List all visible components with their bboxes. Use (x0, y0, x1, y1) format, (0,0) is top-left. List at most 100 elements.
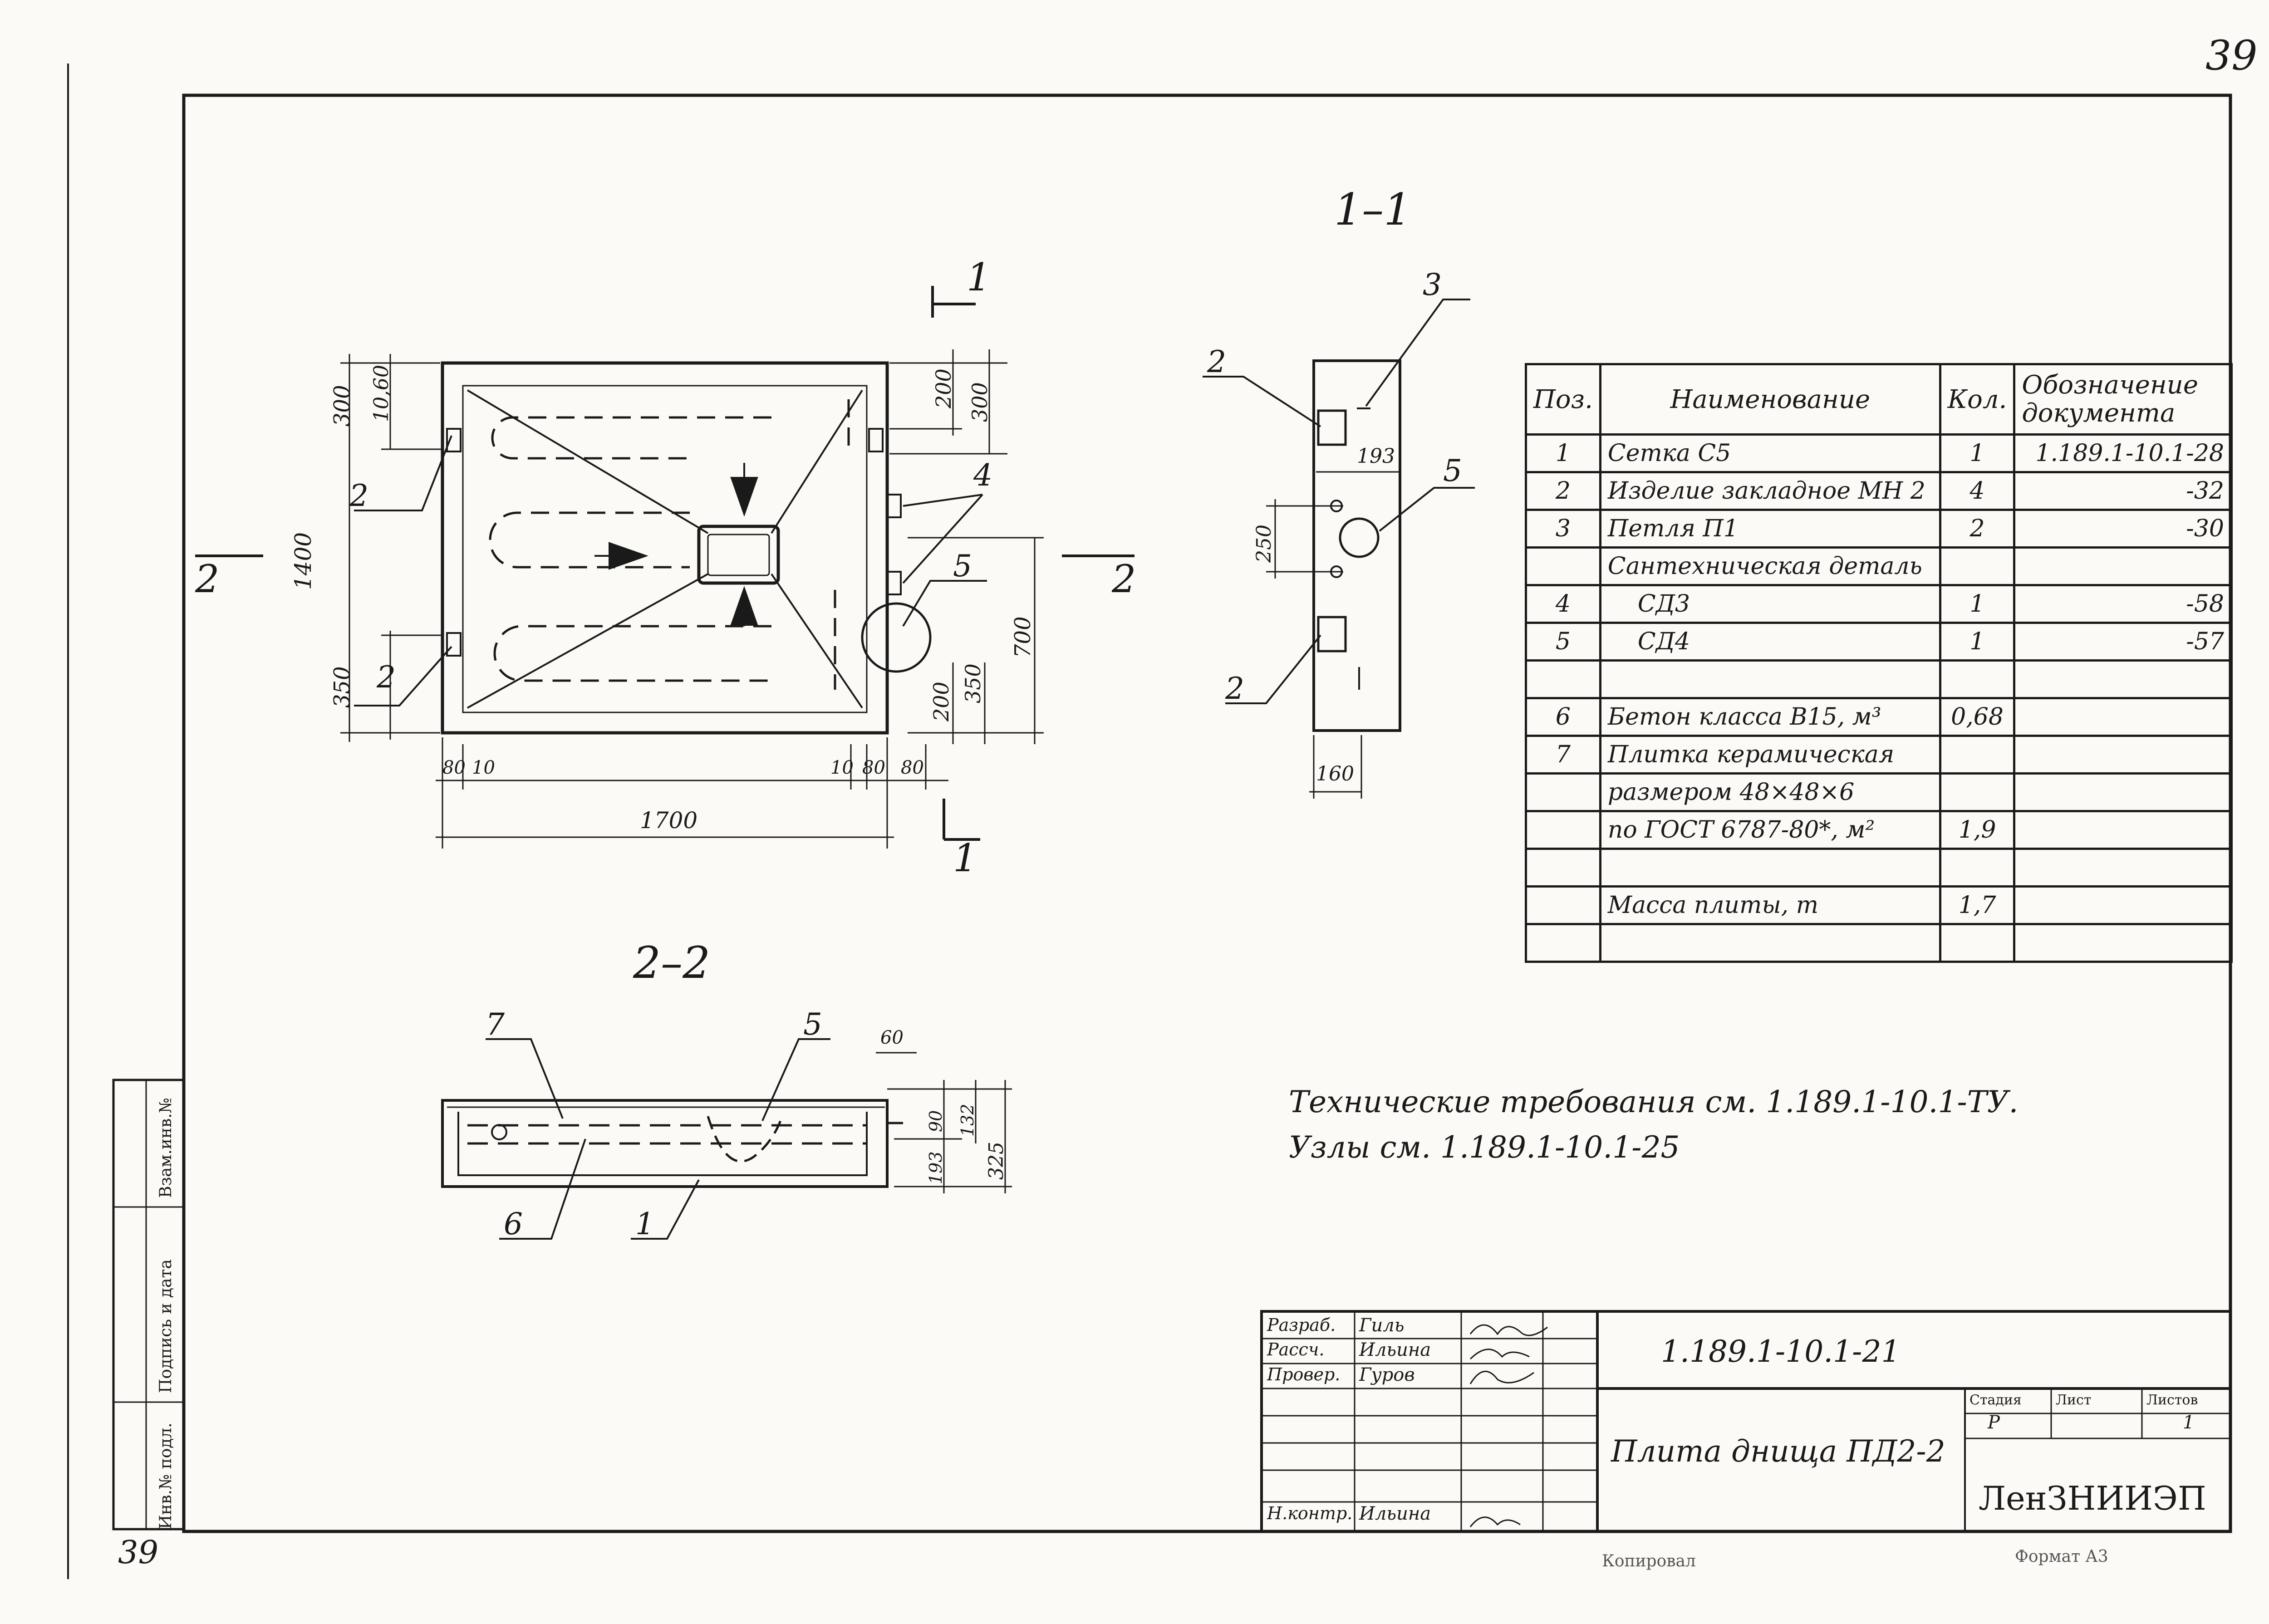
spec-cell-name (1599, 659, 1941, 699)
section-1-1-leaders (1203, 299, 1475, 704)
s22-callout-1: 1 (635, 1207, 654, 1241)
spec-cell-doc (2013, 735, 2233, 775)
cut-markers (195, 286, 1134, 841)
flow-arrows (594, 463, 758, 626)
spec-cell-doc (2013, 697, 2233, 737)
spec-cell-name: Петля П1 (1599, 509, 1941, 549)
spec-cell-qty: 1,7 (1939, 885, 2016, 925)
spec-cell-qty (1939, 735, 2016, 775)
spec-cell-pos (1525, 885, 1601, 925)
spec-cell-pos (1525, 659, 1601, 699)
stage-value: Р (1988, 1412, 2000, 1433)
s22-callout-5: 5 (803, 1007, 822, 1042)
spec-cell-name (1599, 848, 1941, 888)
section-1-1-dims (1266, 471, 1400, 799)
spec-cell-pos: 2 (1525, 471, 1601, 511)
section-2-2-leaders (486, 1038, 830, 1240)
spec-row (1525, 923, 2233, 963)
spec-cell-qty (1939, 848, 2016, 888)
dim-10-left: 10 (472, 757, 495, 778)
stamp-role: Провер. (1267, 1364, 1341, 1384)
page-number: 39 (2205, 32, 2258, 79)
spec-header-doc: Обозначение документа (2013, 363, 2233, 436)
spec-cell-doc (2013, 885, 2233, 925)
spec-cell-pos: 5 (1525, 622, 1601, 662)
dim-10-60: 10,60 (370, 365, 393, 422)
cut-2-left-label: 2 (195, 557, 219, 601)
spec-cell-pos: 6 (1525, 697, 1601, 737)
spec-cell-doc (2013, 772, 2233, 812)
spec-cell-doc: 1.189.1-10.1-28 (2013, 433, 2233, 473)
spec-cell-name: размером 48×48×6 (1599, 772, 1941, 812)
s11-callout-2b: 2 (1225, 671, 1244, 706)
spec-cell-pos (1525, 848, 1601, 888)
corner-number: 39 (118, 1534, 159, 1571)
tech-requirements-note: Технические требования см. 1.189.1-10.1-… (1289, 1084, 2019, 1119)
spec-cell-qty: 1 (1939, 584, 2016, 624)
plan-callout-5: 5 (953, 549, 972, 584)
strip-vzam-inv: Взам.инв.№ (157, 1098, 175, 1198)
spec-cell-doc: -57 (2013, 622, 2233, 662)
plan-inner-edge (462, 385, 868, 713)
cut-1-top-label: 1 (967, 255, 991, 299)
spec-row (1525, 848, 2233, 888)
dim-300-right: 300 (968, 382, 992, 422)
dim-300-left: 300 (329, 385, 355, 427)
spec-header-pos: Поз. (1525, 363, 1601, 436)
s22-dim-325: 325 (985, 1142, 1008, 1180)
spec-cell-qty: 4 (1939, 471, 2016, 511)
plan-outline (441, 361, 889, 735)
dim-200-top: 200 (931, 368, 956, 409)
s11-dim-160: 160 (1316, 762, 1354, 785)
left-strip-grid (112, 1079, 185, 1531)
spec-cell-name: Бетон класса В15, м³ (1599, 697, 1941, 737)
spec-cell-name: СД4 (1599, 622, 1941, 662)
section-1-1-title: 1–1 (1334, 184, 1411, 235)
spec-cell-qty: 2 (1939, 509, 2016, 549)
s22-callout-6: 6 (504, 1207, 523, 1241)
doc-code: 1.189.1-10.1-21 (1661, 1334, 1901, 1369)
plan-leaders (354, 435, 987, 707)
spec-cell-qty: 0,68 (1939, 697, 2016, 737)
s22-dim-193: 193 (926, 1151, 946, 1184)
spec-cell-doc: -32 (2013, 471, 2233, 511)
spec-cell-pos (1525, 772, 1601, 812)
cut-2-right-label: 2 (1111, 557, 1136, 601)
plan-dimensions (340, 349, 1044, 849)
spec-cell-pos: 4 (1525, 584, 1601, 624)
section-1-1-view (1203, 299, 1475, 799)
dim-80-right-1: 80 (862, 757, 885, 778)
spec-cell-name: по ГОСТ 6787-80*, м² (1599, 810, 1941, 850)
dim-1400: 1400 (290, 532, 316, 590)
nodes-reference-note: Узлы см. 1.189.1-10.1-25 (1289, 1130, 1680, 1165)
section-2-2-title: 2–2 (633, 937, 710, 988)
spec-cell-doc: -30 (2013, 509, 2233, 549)
drain-box (697, 525, 780, 585)
spec-cell-name: Масса плиты, т (1599, 885, 1941, 925)
dim-1700: 1700 (640, 807, 697, 834)
spec-cell-qty (1939, 659, 2016, 699)
title-block-grid (1260, 1310, 2232, 1533)
stamp-role: Н.контр. (1267, 1503, 1353, 1523)
spec-cell-pos: 1 (1525, 433, 1601, 473)
strip-inv-podl: Инв.№ подл. (157, 1423, 175, 1529)
stamp-person-name: Ильина (1359, 1339, 1431, 1360)
spec-cell-qty: 1,9 (1939, 810, 2016, 850)
spec-cell-pos (1525, 810, 1601, 850)
spec-cell-name: СД3 (1599, 584, 1941, 624)
cut-1-bottom-label: 1 (953, 836, 977, 880)
spec-header-name: Наименование (1599, 363, 1941, 436)
spec-cell-doc (2013, 923, 2233, 963)
stamp-role: Разраб. (1267, 1315, 1336, 1335)
footer-copied: Копировал (1602, 1552, 1696, 1570)
s11-callout-3: 3 (1423, 267, 1442, 302)
stamp-person-name: Гуров (1359, 1364, 1415, 1385)
footer-format: Формат А3 (2015, 1547, 2108, 1566)
s22-dim-60: 60 (880, 1027, 904, 1048)
